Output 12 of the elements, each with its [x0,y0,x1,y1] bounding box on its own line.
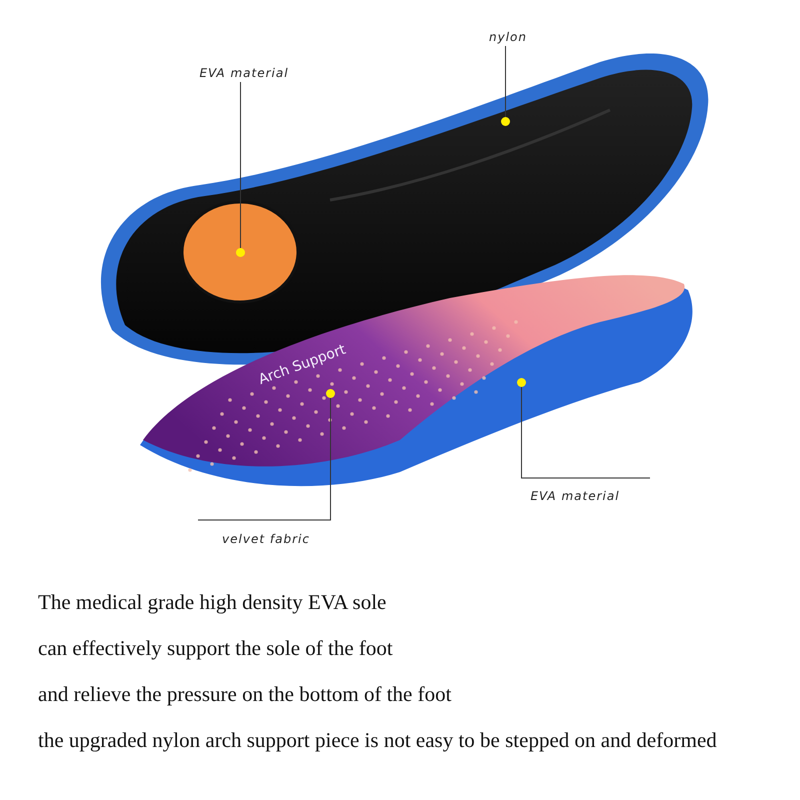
callout-label: velvet fabric [218,532,314,546]
callout-label: EVA material [196,66,292,80]
callout-label: EVA material [527,489,623,503]
leader-line [505,46,506,118]
leader-line [521,386,650,478]
leader-line [198,398,331,520]
description-text: can effectively support the sole of the foot [38,636,393,661]
description-text: The medical grade high density EVA sole [38,590,386,615]
description-text: the upgraded nylon arch support piece is not easy to be stepped on and deformed [38,728,717,753]
leader-line [240,82,241,248]
description-text: and relieve the pressure on the bottom of the foot [38,682,452,707]
callout-label: nylon [482,30,534,44]
